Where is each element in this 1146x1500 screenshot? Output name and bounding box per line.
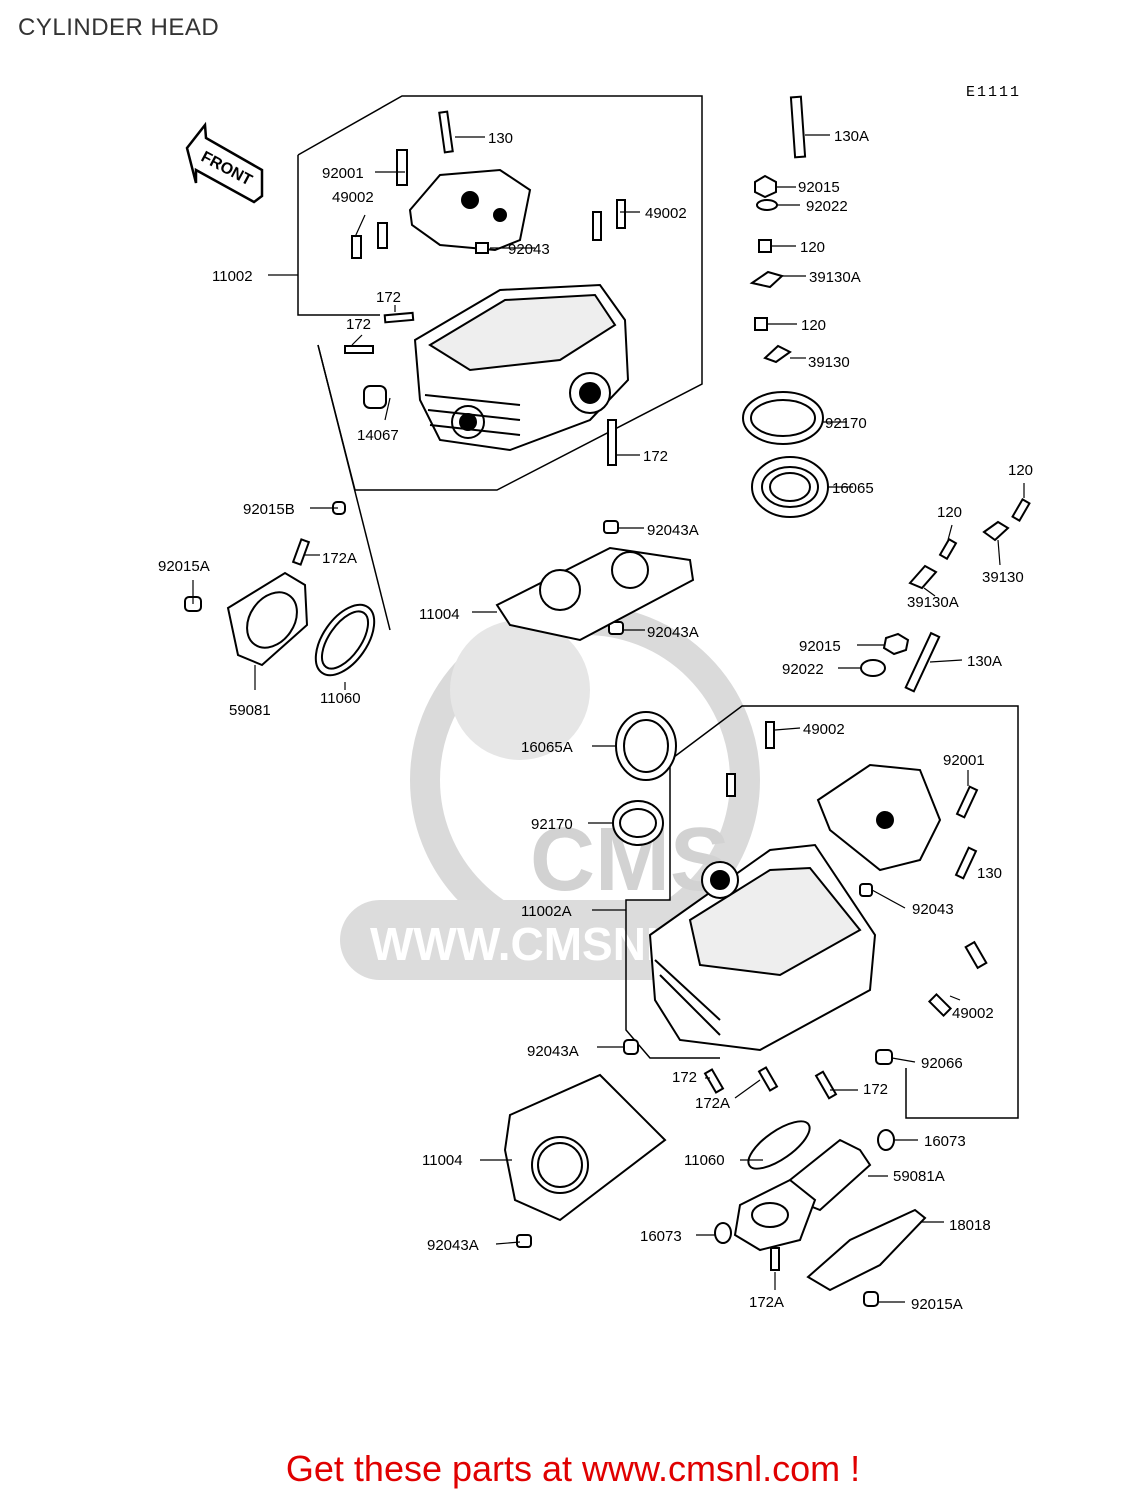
part-label: 92043A: [647, 522, 699, 539]
part-label: 16073: [924, 1133, 966, 1150]
upper-intake-manifold: [226, 571, 376, 677]
part-label: 11002A: [521, 903, 572, 920]
leader-lines: [192, 134, 1025, 1303]
part-label: 172A: [695, 1095, 730, 1112]
diagram-code: E1111: [966, 84, 1022, 101]
lower-head-gasket: [503, 1073, 667, 1222]
front-arrow: FRONT: [185, 121, 264, 204]
part-label: 49002: [952, 1005, 994, 1022]
part-label: 92043: [912, 901, 954, 918]
upper-head-outline: [297, 95, 703, 631]
part-label: 39130A: [809, 269, 861, 286]
part-label: 39130: [808, 354, 850, 371]
part-label: 92015B: [243, 501, 295, 518]
part-label: 49002: [645, 205, 687, 222]
part-label: 120: [800, 239, 825, 256]
part-label: 120: [1008, 462, 1033, 479]
lower-intake-manifold: [733, 1120, 927, 1292]
part-label: 39130: [982, 569, 1024, 586]
upper-head-gasket: [495, 546, 695, 642]
part-label: 16065: [832, 480, 874, 497]
part-label: 120: [801, 317, 826, 334]
part-label: 11060: [320, 690, 361, 707]
part-label: 130A: [967, 653, 1002, 670]
part-label: 172A: [322, 550, 357, 567]
part-label: 172A: [749, 1294, 784, 1311]
part-label: 11002: [212, 268, 253, 285]
part-label: 18018: [949, 1217, 991, 1234]
part-label: 92022: [806, 198, 848, 215]
footer-link[interactable]: Get these parts at www.cmsnl.com !: [285, 1448, 861, 1489]
part-label: 130A: [834, 128, 869, 145]
part-label: 172: [643, 448, 668, 465]
part-label: 92043A: [527, 1043, 579, 1060]
part-label: 172: [863, 1081, 888, 1098]
part-label: 14067: [357, 427, 399, 444]
part-label: 39130A: [907, 594, 959, 611]
right-upper-parts: [749, 95, 807, 364]
part-label: 59081A: [893, 1168, 945, 1185]
part-label: 92043A: [427, 1237, 479, 1254]
part-label: 92170: [531, 816, 573, 833]
lower-camshaft-cap: [816, 763, 942, 872]
upper-intake-parts: [742, 391, 829, 518]
part-label: 120: [937, 504, 962, 521]
part-label: 11004: [419, 606, 460, 623]
part-label: 92001: [322, 165, 364, 182]
part-label: 16073: [640, 1228, 682, 1245]
part-label: 172: [672, 1069, 697, 1086]
upper-cylinder-head: [413, 283, 630, 452]
part-label: 11004: [422, 1152, 463, 1169]
part-label: 59081: [229, 702, 271, 719]
part-label: 11060: [684, 1152, 725, 1169]
part-label: 16065A: [521, 739, 573, 756]
part-label: 49002: [803, 721, 845, 738]
lower-head-outline: [625, 705, 1019, 1119]
part-label: 92066: [921, 1055, 963, 1072]
lower-intake-parts: [612, 711, 895, 1244]
part-label: 92043A: [647, 624, 699, 641]
part-label: 130: [977, 865, 1002, 882]
part-label: 92001: [943, 752, 985, 769]
part-label: 130: [488, 130, 513, 147]
part-label: 172: [346, 316, 371, 333]
part-label: 92015: [798, 179, 840, 196]
upper-fasteners: [184, 110, 626, 635]
part-label: 92022: [782, 661, 824, 678]
part-label: 92015A: [158, 558, 210, 575]
part-labels: 130 92001 49002 49002 92043 11002 172 17…: [158, 128, 1033, 1313]
diagram-title: CYLINDER HEAD: [18, 14, 220, 41]
part-label: 92043: [508, 241, 550, 258]
part-label: 92015: [799, 638, 841, 655]
parts-diagram: CMS WWW.CMSNL.COM FRONT: [158, 95, 1033, 1313]
part-label: 172: [376, 289, 401, 306]
part-label: 49002: [332, 189, 374, 206]
part-label: 92170: [825, 415, 867, 432]
upper-camshaft-cap: [408, 168, 532, 252]
right-mid-parts: [860, 497, 1031, 693]
lower-cylinder-head: [648, 843, 877, 1052]
part-label: 92015A: [911, 1296, 963, 1313]
